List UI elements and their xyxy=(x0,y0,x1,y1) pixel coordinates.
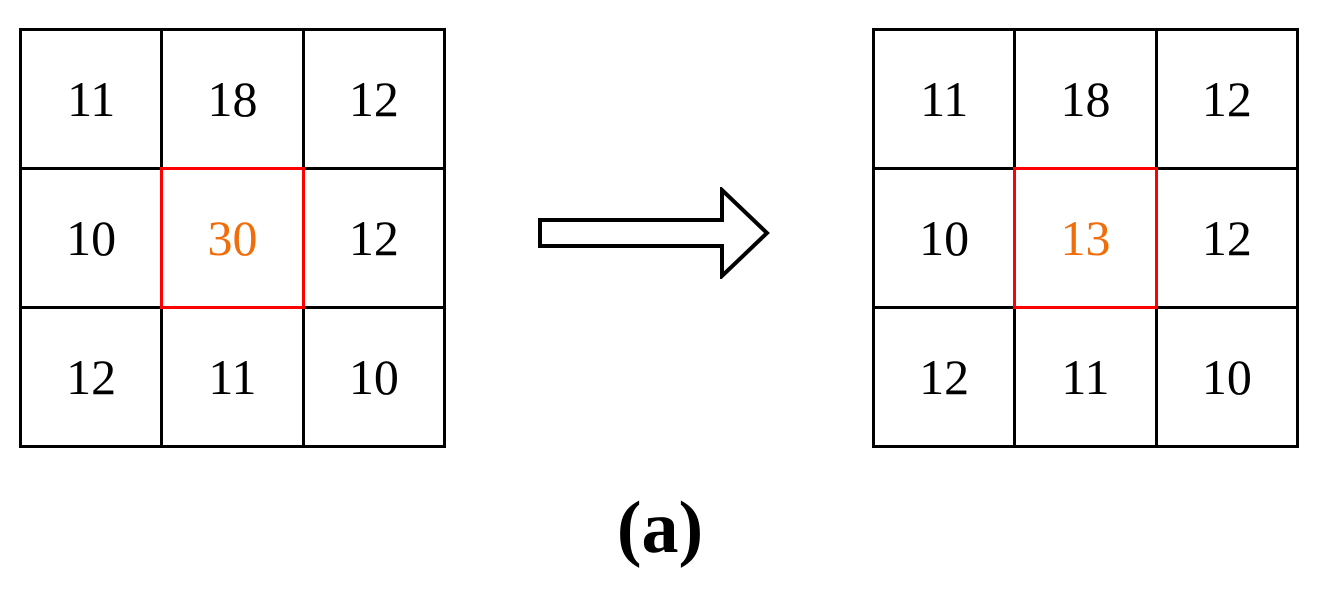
grid-cell: 12 xyxy=(304,31,443,167)
grid-cell: 12 xyxy=(1157,170,1296,306)
grid-cell: 18 xyxy=(1016,31,1155,167)
grid-cell: 10 xyxy=(875,170,1014,306)
grid-cell: 11 xyxy=(875,31,1014,167)
figure-caption: (a) xyxy=(616,487,704,569)
grid-cell: 12 xyxy=(1157,31,1296,167)
grid-cell: 11 xyxy=(22,31,161,167)
grid-cell: 11 xyxy=(1016,309,1155,445)
grid-cell: 10 xyxy=(1157,309,1296,445)
grid-cell: 10 xyxy=(304,309,443,445)
highlighted-cell: 30 xyxy=(160,167,305,309)
right-arrow-icon xyxy=(538,187,770,279)
right-grid: 11 18 12 10 13 12 12 11 10 xyxy=(872,28,1299,448)
grid-cell: 12 xyxy=(875,309,1014,445)
left-grid: 11 18 12 10 30 12 12 11 10 xyxy=(19,28,446,448)
grid-cell: 10 xyxy=(22,170,161,306)
highlighted-cell: 13 xyxy=(1013,167,1158,309)
grid-cell: 12 xyxy=(22,309,161,445)
grid-cell: 18 xyxy=(163,31,302,167)
grid-cell: 12 xyxy=(304,170,443,306)
grid-cell: 11 xyxy=(163,309,302,445)
